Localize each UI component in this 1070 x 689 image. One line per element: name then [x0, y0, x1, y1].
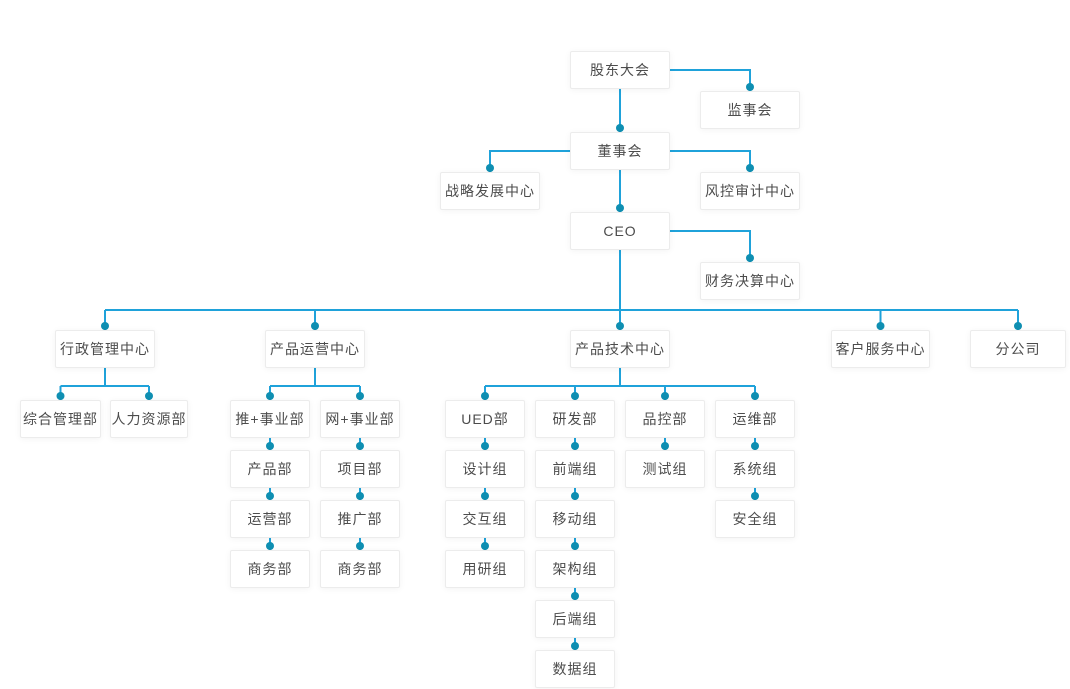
connector-dot	[661, 392, 669, 400]
org-node-risk-audit-center: 风控审计中心	[700, 172, 800, 210]
connector-dot	[616, 124, 624, 132]
org-node-testing-group: 测试组	[625, 450, 705, 488]
org-node-project-dept: 项目部	[320, 450, 400, 488]
connector-line	[670, 150, 751, 172]
connector-dot	[616, 204, 624, 212]
org-node-design-group: 设计组	[445, 450, 525, 488]
org-node-operation-dept: 运营部	[230, 500, 310, 538]
org-node-mobile-group: 移动组	[535, 500, 615, 538]
org-node-architecture-group: 架构组	[535, 550, 615, 588]
org-node-strategy-development-center: 战略发展中心	[440, 172, 540, 210]
connector-dot	[571, 542, 579, 550]
connector-dot	[356, 442, 364, 450]
connector-dot	[1014, 322, 1022, 330]
connector-dot	[481, 492, 489, 500]
org-node-product-technology-center: 产品技术中心	[570, 330, 670, 368]
connector-dot	[571, 392, 579, 400]
connector-dot	[746, 254, 754, 262]
connector-line	[670, 69, 751, 91]
org-node-supervisory-board: 监事会	[700, 91, 800, 129]
connector-dot	[311, 322, 319, 330]
org-node-tui-plus-business-unit: 推+事业部	[230, 400, 310, 438]
org-node-shareholders-meeting: 股东大会	[570, 51, 670, 89]
connector-dot	[266, 442, 274, 450]
connector-dot	[571, 492, 579, 500]
connector-dot	[661, 442, 669, 450]
connector-dot	[356, 542, 364, 550]
org-node-human-resources-dept: 人力资源部	[110, 400, 188, 438]
connector-dot	[266, 392, 274, 400]
connector-dot	[571, 442, 579, 450]
org-node-quality-control-dept: 品控部	[625, 400, 705, 438]
org-node-finance-settlement-center: 财务决算中心	[700, 262, 800, 300]
connector-line	[489, 150, 570, 172]
connector-dot	[101, 322, 109, 330]
org-node-wang-plus-business-unit: 网+事业部	[320, 400, 400, 438]
org-node-data-group: 数据组	[535, 650, 615, 688]
connector-dot	[616, 322, 624, 330]
connector-dot	[356, 392, 364, 400]
connector-dot	[751, 392, 759, 400]
org-node-admin-management-center: 行政管理中心	[55, 330, 155, 368]
org-node-user-research-group: 用研组	[445, 550, 525, 588]
connector-dot	[486, 164, 494, 172]
connector-dot	[266, 542, 274, 550]
connector-dot	[876, 322, 885, 330]
connector-dot	[481, 392, 489, 400]
org-node-security-group: 安全组	[715, 500, 795, 538]
connector-dot	[571, 592, 579, 600]
org-node-operations-maintenance-dept: 运维部	[715, 400, 795, 438]
connector-dot	[746, 83, 754, 91]
org-node-business-dept-wang: 商务部	[320, 550, 400, 588]
connector-dot	[266, 492, 274, 500]
org-node-business-dept-tui: 商务部	[230, 550, 310, 588]
connector-dot	[481, 542, 489, 550]
connector-line	[670, 230, 751, 262]
org-node-branch-company: 分公司	[970, 330, 1066, 368]
org-node-frontend-group: 前端组	[535, 450, 615, 488]
connector-dot	[751, 442, 759, 450]
org-node-system-group: 系统组	[715, 450, 795, 488]
connector-dot	[571, 642, 579, 650]
connector-dot	[56, 392, 65, 400]
org-node-product-dept: 产品部	[230, 450, 310, 488]
org-node-interaction-group: 交互组	[445, 500, 525, 538]
connector-dot	[481, 442, 489, 450]
org-node-ceo: CEO	[570, 212, 670, 250]
connector-dot	[746, 164, 754, 172]
org-node-ued-dept: UED部	[445, 400, 525, 438]
org-node-board-of-directors: 董事会	[570, 132, 670, 170]
connector-dot	[356, 492, 364, 500]
org-node-general-management-dept: 综合管理部	[20, 400, 101, 438]
org-node-customer-service-center: 客户服务中心	[831, 330, 930, 368]
org-node-promotion-dept: 推广部	[320, 500, 400, 538]
org-node-product-operation-center: 产品运营中心	[265, 330, 365, 368]
connector-dot	[145, 392, 153, 400]
connector-dot	[751, 492, 759, 500]
org-node-rd-dept: 研发部	[535, 400, 615, 438]
org-node-backend-group: 后端组	[535, 600, 615, 638]
